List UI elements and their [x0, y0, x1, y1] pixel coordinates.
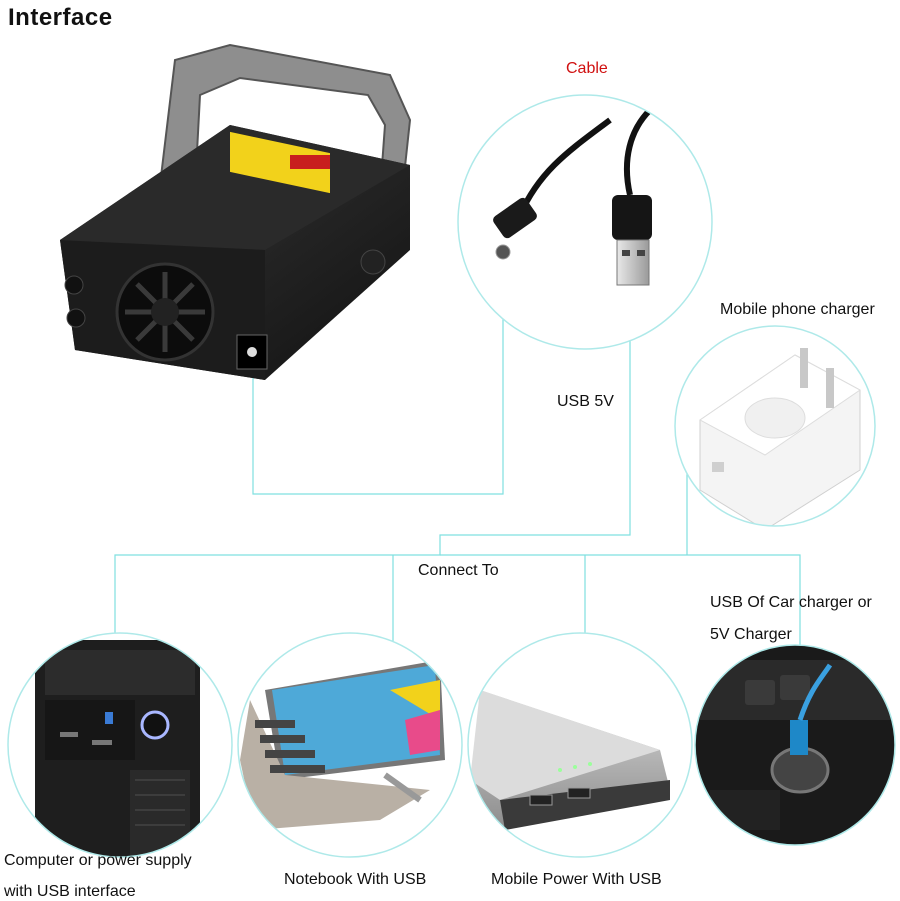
car-charger-label-line1: USB Of Car charger or: [710, 594, 872, 611]
notebook-label: Notebook With USB: [284, 871, 427, 888]
computer-label-line1: Computer or power supply: [4, 852, 192, 869]
phone-charger-image: [675, 326, 875, 526]
cable-label: Cable: [566, 60, 608, 77]
mobile-phone-charger-label: Mobile phone charger: [720, 301, 875, 318]
connect-to-label: Connect To: [418, 562, 499, 579]
computer-label-line2: with USB interface: [4, 883, 136, 900]
power-bank-image: [468, 633, 692, 857]
car-charger-image: [695, 645, 895, 845]
usb-cable-image: [458, 95, 712, 349]
computer-tower-image: [8, 633, 232, 857]
notebook-image: [238, 633, 462, 857]
mobile-power-label: Mobile Power With USB: [491, 871, 662, 888]
usb-5v-label: USB 5V: [557, 393, 614, 410]
car-charger-label-line2: 5V Charger: [710, 626, 792, 643]
page-title: Interface: [8, 4, 113, 31]
laser-projector-image: [60, 43, 412, 380]
